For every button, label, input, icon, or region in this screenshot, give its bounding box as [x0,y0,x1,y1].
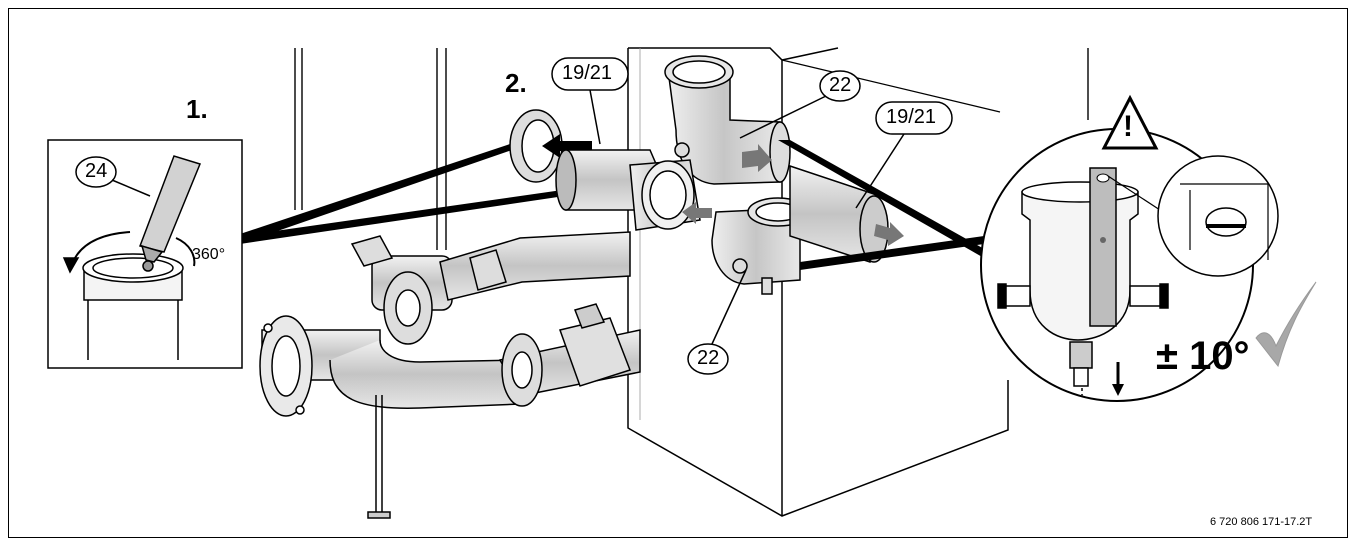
warning-icon: ! [1123,110,1133,143]
insert-arrow-step2 [542,134,592,158]
push-arrows [682,144,904,246]
callout-22-upper: 22 [829,74,852,96]
magnifier-circle [980,94,1317,402]
magnifier-leaders [778,140,986,270]
callout-circles [75,57,953,375]
leader-lines [240,144,632,244]
elbow-22-lower [711,197,809,295]
tolerance-label: ± 10° [1156,334,1250,378]
rotation-360-label: 360° [192,246,226,263]
callout-22-lower: 22 [697,347,720,369]
document-id: 6 720 806 171-17.2T [1210,516,1313,528]
step-2-label: 2. [505,68,527,98]
callout-19-21-right: 19/21 [886,106,937,128]
figure-frame [8,8,1348,538]
callout-24: 24 [85,160,108,182]
pipework [259,231,641,519]
seal-ring [509,109,563,183]
boiler-frame-lines [294,48,1089,250]
step-1-label: 1. [186,94,208,124]
elbow-22-upper-socket [629,159,701,231]
callout-19-21-upper: 19/21 [562,62,613,84]
pipe-19-21-right [789,164,889,263]
